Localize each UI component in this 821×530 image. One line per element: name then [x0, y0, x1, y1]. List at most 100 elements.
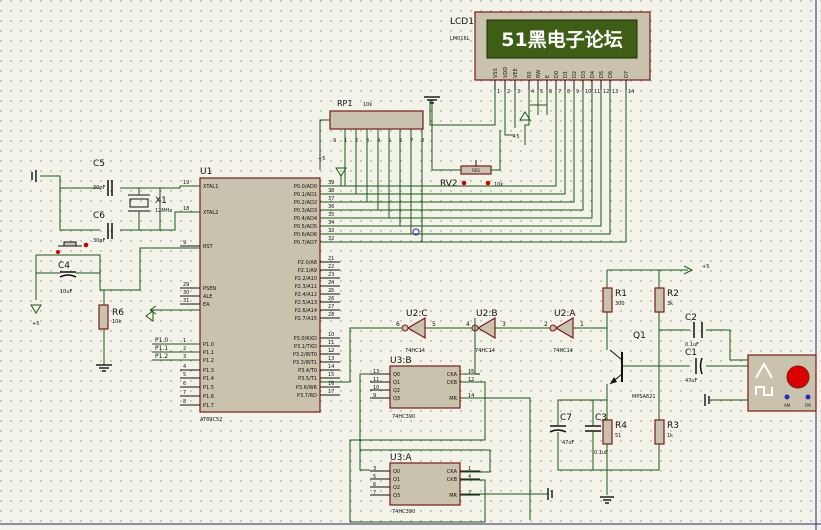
- rv2-tag: RES: [472, 168, 480, 173]
- mcu-pin-name: P3.2/INT0: [293, 352, 317, 358]
- u2c-out-pin: 6: [396, 321, 400, 328]
- rp1-pin-number: 2: [355, 138, 358, 144]
- u2b-ref-label: U2:B: [476, 309, 498, 319]
- lcd-pin-name: D0: [554, 71, 560, 78]
- counter-pin-name: CKA: [447, 372, 458, 378]
- u2c-model-label: 74HC14: [405, 348, 425, 354]
- mcu-pin-number: 25: [328, 288, 334, 294]
- mcu-pin-name: P1.5: [203, 385, 214, 391]
- lcd-pin-name: D7: [624, 71, 630, 78]
- mcu-pin-number: 19: [183, 180, 189, 186]
- rp1-pin-number: 5: [388, 138, 391, 144]
- net-label-plus5: +5: [32, 321, 39, 327]
- u2b-model-label: 74HC14: [475, 348, 495, 354]
- mcu-pin-number: 12: [328, 348, 334, 354]
- lcd-module[interactable]: 51黑电子论坛 LCD1 LM016L VSS1VDD2VEE3RS4RW5E6…: [450, 11, 651, 95]
- lcd-pin-number: 11: [594, 89, 600, 95]
- mcu-pin-number: 26: [328, 296, 334, 302]
- transistor-q1[interactable]: Q1 MPSA621: [609, 331, 656, 400]
- mcu-pin-name: P2.3/A11: [295, 284, 317, 290]
- mcu-pin-number: 29: [183, 282, 189, 288]
- mcu-ref-label: U1: [200, 167, 212, 177]
- mcu-pin-number: 21: [328, 256, 334, 262]
- mcu-at89c52[interactable]: U1 AT89C52 19XTAL118XTAL29RST29PSEN30ALE…: [180, 167, 340, 423]
- mcu-pin-name: P0.0/AD0: [294, 184, 317, 190]
- counter-pin-number: 10: [373, 385, 379, 391]
- c7-value-label: 47uF: [562, 440, 575, 446]
- mcu-pin-number: 30: [183, 290, 189, 296]
- counter-pin-number: 5: [373, 474, 376, 480]
- r1-ref-label: R1: [615, 289, 627, 299]
- siggen-fm-label: FM: [805, 403, 811, 408]
- mcu-pin-number: 15: [328, 372, 334, 378]
- inverter-u2b[interactable]: U2:B 74HC14 3 4: [466, 309, 506, 354]
- mcu-pin-name: P2.7/A15: [295, 316, 317, 322]
- lcd-pin-number: 1: [497, 89, 500, 95]
- counter-pin-name: Q0: [393, 469, 400, 475]
- r2-ref-label: R2: [667, 289, 679, 299]
- net-label-plus5: +5: [512, 134, 519, 140]
- lcd-pin-number: 3: [517, 89, 520, 95]
- capacitor-c4[interactable]: C4 10uF: [58, 261, 77, 295]
- lcd-pin-number: 6: [549, 89, 552, 95]
- net-label-plus5: +5: [318, 156, 325, 162]
- mcu-pin-number: 6: [183, 381, 186, 387]
- r4-value-label: 51: [615, 433, 621, 439]
- counter-pin-number: 14: [468, 393, 474, 399]
- mcu-pin-number: 27: [328, 304, 334, 310]
- mcu-pin-name: RST: [203, 244, 214, 250]
- lcd-model-label: LM016L: [450, 36, 470, 42]
- mcu-pin-number: 28: [328, 312, 334, 318]
- counter-pin-number: 6: [373, 482, 376, 488]
- lcd-pin-name: VDD: [503, 67, 509, 78]
- capacitor-c6[interactable]: C6 30pF: [93, 211, 113, 244]
- rv2-terminal: [461, 180, 467, 186]
- counter-pin-number: 9: [373, 393, 376, 399]
- signal-generator[interactable]: AM FM: [747, 354, 817, 412]
- ground-symbol: [31, 170, 37, 182]
- capacitor-c2[interactable]: C2 0.1uF: [685, 313, 703, 348]
- lcd-ref-label: LCD1: [450, 17, 474, 27]
- counter-pin-number: 7: [373, 490, 376, 496]
- mcu-pin-number: 34: [328, 220, 334, 226]
- mcu-pin-name: P0.2/AD2: [294, 200, 317, 206]
- capacitor-c1[interactable]: C1 47uF: [685, 348, 703, 384]
- u3b-model-label: 74HC390: [392, 414, 415, 420]
- lcd-pin-number: 8: [567, 89, 570, 95]
- r2-value-label: 3k: [667, 301, 673, 307]
- lcd-pin-name: RW: [536, 70, 542, 78]
- mcu-pin-number: 2: [183, 346, 186, 352]
- mcu-pin-number: 36: [328, 204, 334, 210]
- u2c-ref-label: U2:C: [406, 309, 428, 319]
- probe-marker: [412, 228, 420, 236]
- amplitude-knob[interactable]: [786, 365, 810, 389]
- mcu-pin-number: 38: [328, 188, 334, 194]
- lcd-pin-name: VSS: [493, 68, 499, 78]
- r4-ref-label: R4: [615, 421, 627, 431]
- lcd-pin-number: 5: [540, 89, 543, 95]
- r3-value-label: 1k: [667, 433, 673, 439]
- counter-pin-name: MR: [449, 396, 457, 402]
- net-label-p10: P1.0: [155, 337, 168, 344]
- x1-value-label: 12MHz: [155, 208, 172, 214]
- mcu-pin-name: XTAL1: [203, 184, 218, 190]
- r6-ref-label: R6: [112, 308, 124, 318]
- u2a-out-pin: 2: [544, 321, 548, 328]
- c6-value-label: 30pF: [93, 238, 106, 244]
- mcu-right-pin-group: 39P0.0/AD038P0.1/AD137P0.2/AD236P0.3/AD3…: [293, 180, 340, 399]
- lcd-pin-number: 7: [558, 89, 561, 95]
- lcd-pin-name: E: [545, 75, 551, 78]
- c4-value-label: 10uF: [60, 289, 73, 295]
- mcu-pin-number: 18: [183, 206, 189, 212]
- counter-pin-name: Q3: [393, 493, 400, 499]
- c3-ref-label: C3: [595, 413, 607, 423]
- mcu-pin-number: 14: [328, 364, 334, 370]
- reset-button[interactable]: [56, 241, 89, 254]
- c3-value-label: 0.1uF: [594, 450, 608, 456]
